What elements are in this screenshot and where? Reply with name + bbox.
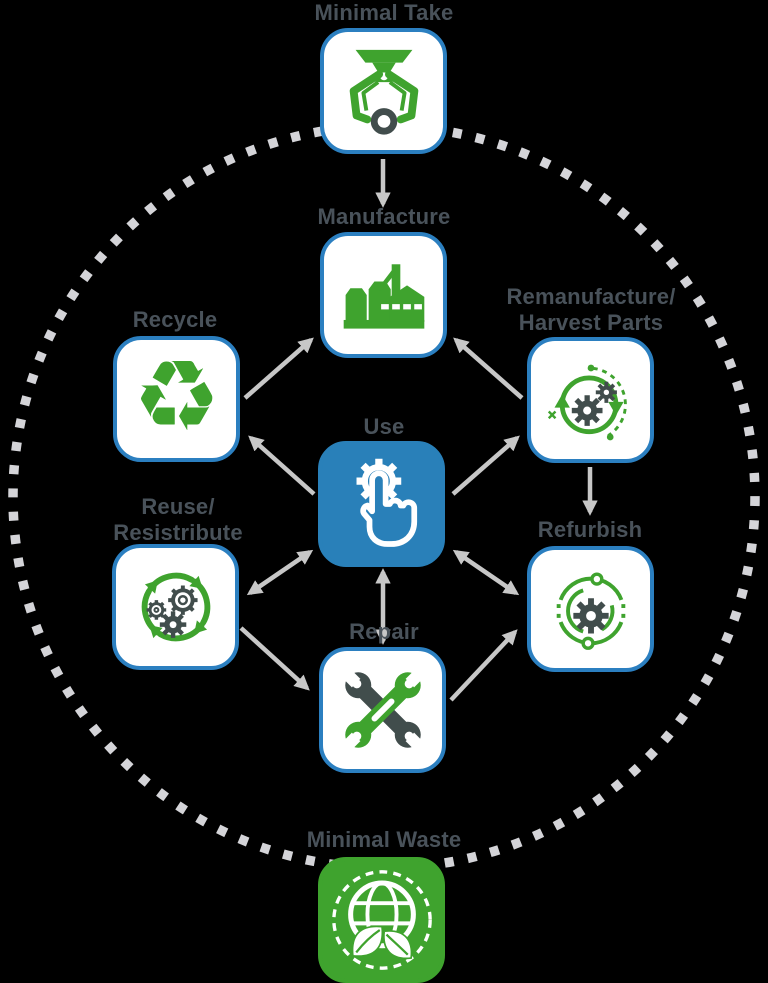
label-repair: Repair bbox=[349, 619, 419, 644]
arrow-use-reuse-bidirectional bbox=[246, 549, 314, 596]
arrow-use-refurbish-bidirectional bbox=[452, 549, 520, 596]
node-refurbish bbox=[527, 546, 654, 672]
node-manufacture bbox=[320, 232, 447, 358]
claw-icon bbox=[349, 49, 418, 135]
label-refurbish: Refurbish bbox=[537, 517, 643, 542]
node-repair bbox=[319, 647, 446, 773]
label-minimal-waste: Minimal Waste bbox=[306, 827, 462, 852]
node-recycle: ♻ bbox=[113, 336, 240, 462]
label-recycle: Recycle bbox=[132, 307, 218, 332]
label-use: Use bbox=[363, 414, 405, 439]
orbit-gear-icon bbox=[556, 572, 625, 650]
arrow-use-to-recycle bbox=[248, 435, 316, 496]
gears-cycle-icon bbox=[547, 364, 627, 441]
node-use bbox=[318, 441, 445, 567]
node-remanufacture bbox=[527, 337, 654, 463]
label-reuse: Reuse/ Resistribute bbox=[113, 494, 243, 545]
reuse-gears-icon bbox=[127, 572, 225, 656]
node-reuse bbox=[112, 544, 239, 670]
arrow-remanufacture-to-manufacture bbox=[453, 337, 524, 400]
arrow-use-to-remanufacture bbox=[451, 435, 520, 496]
label-manufacture: Manufacture bbox=[317, 204, 451, 229]
touch-gear-icon bbox=[356, 458, 417, 547]
globe-leaf-icon bbox=[331, 870, 432, 970]
node-minimal-take bbox=[320, 28, 447, 154]
node-minimal-waste bbox=[318, 857, 445, 983]
label-minimal-take: Minimal Take bbox=[314, 0, 454, 25]
arrow-recycle-to-manufacture bbox=[243, 337, 314, 400]
label-remanufacture: Remanufacture/ Harvest Parts bbox=[506, 284, 676, 335]
arrow-reuse-to-repair bbox=[239, 626, 310, 691]
factory-icon bbox=[343, 264, 424, 329]
arrow-repair-to-refurbish bbox=[449, 629, 518, 702]
recycle-icon: ♻ bbox=[132, 340, 221, 454]
crossed-wrenches-icon bbox=[342, 670, 423, 750]
